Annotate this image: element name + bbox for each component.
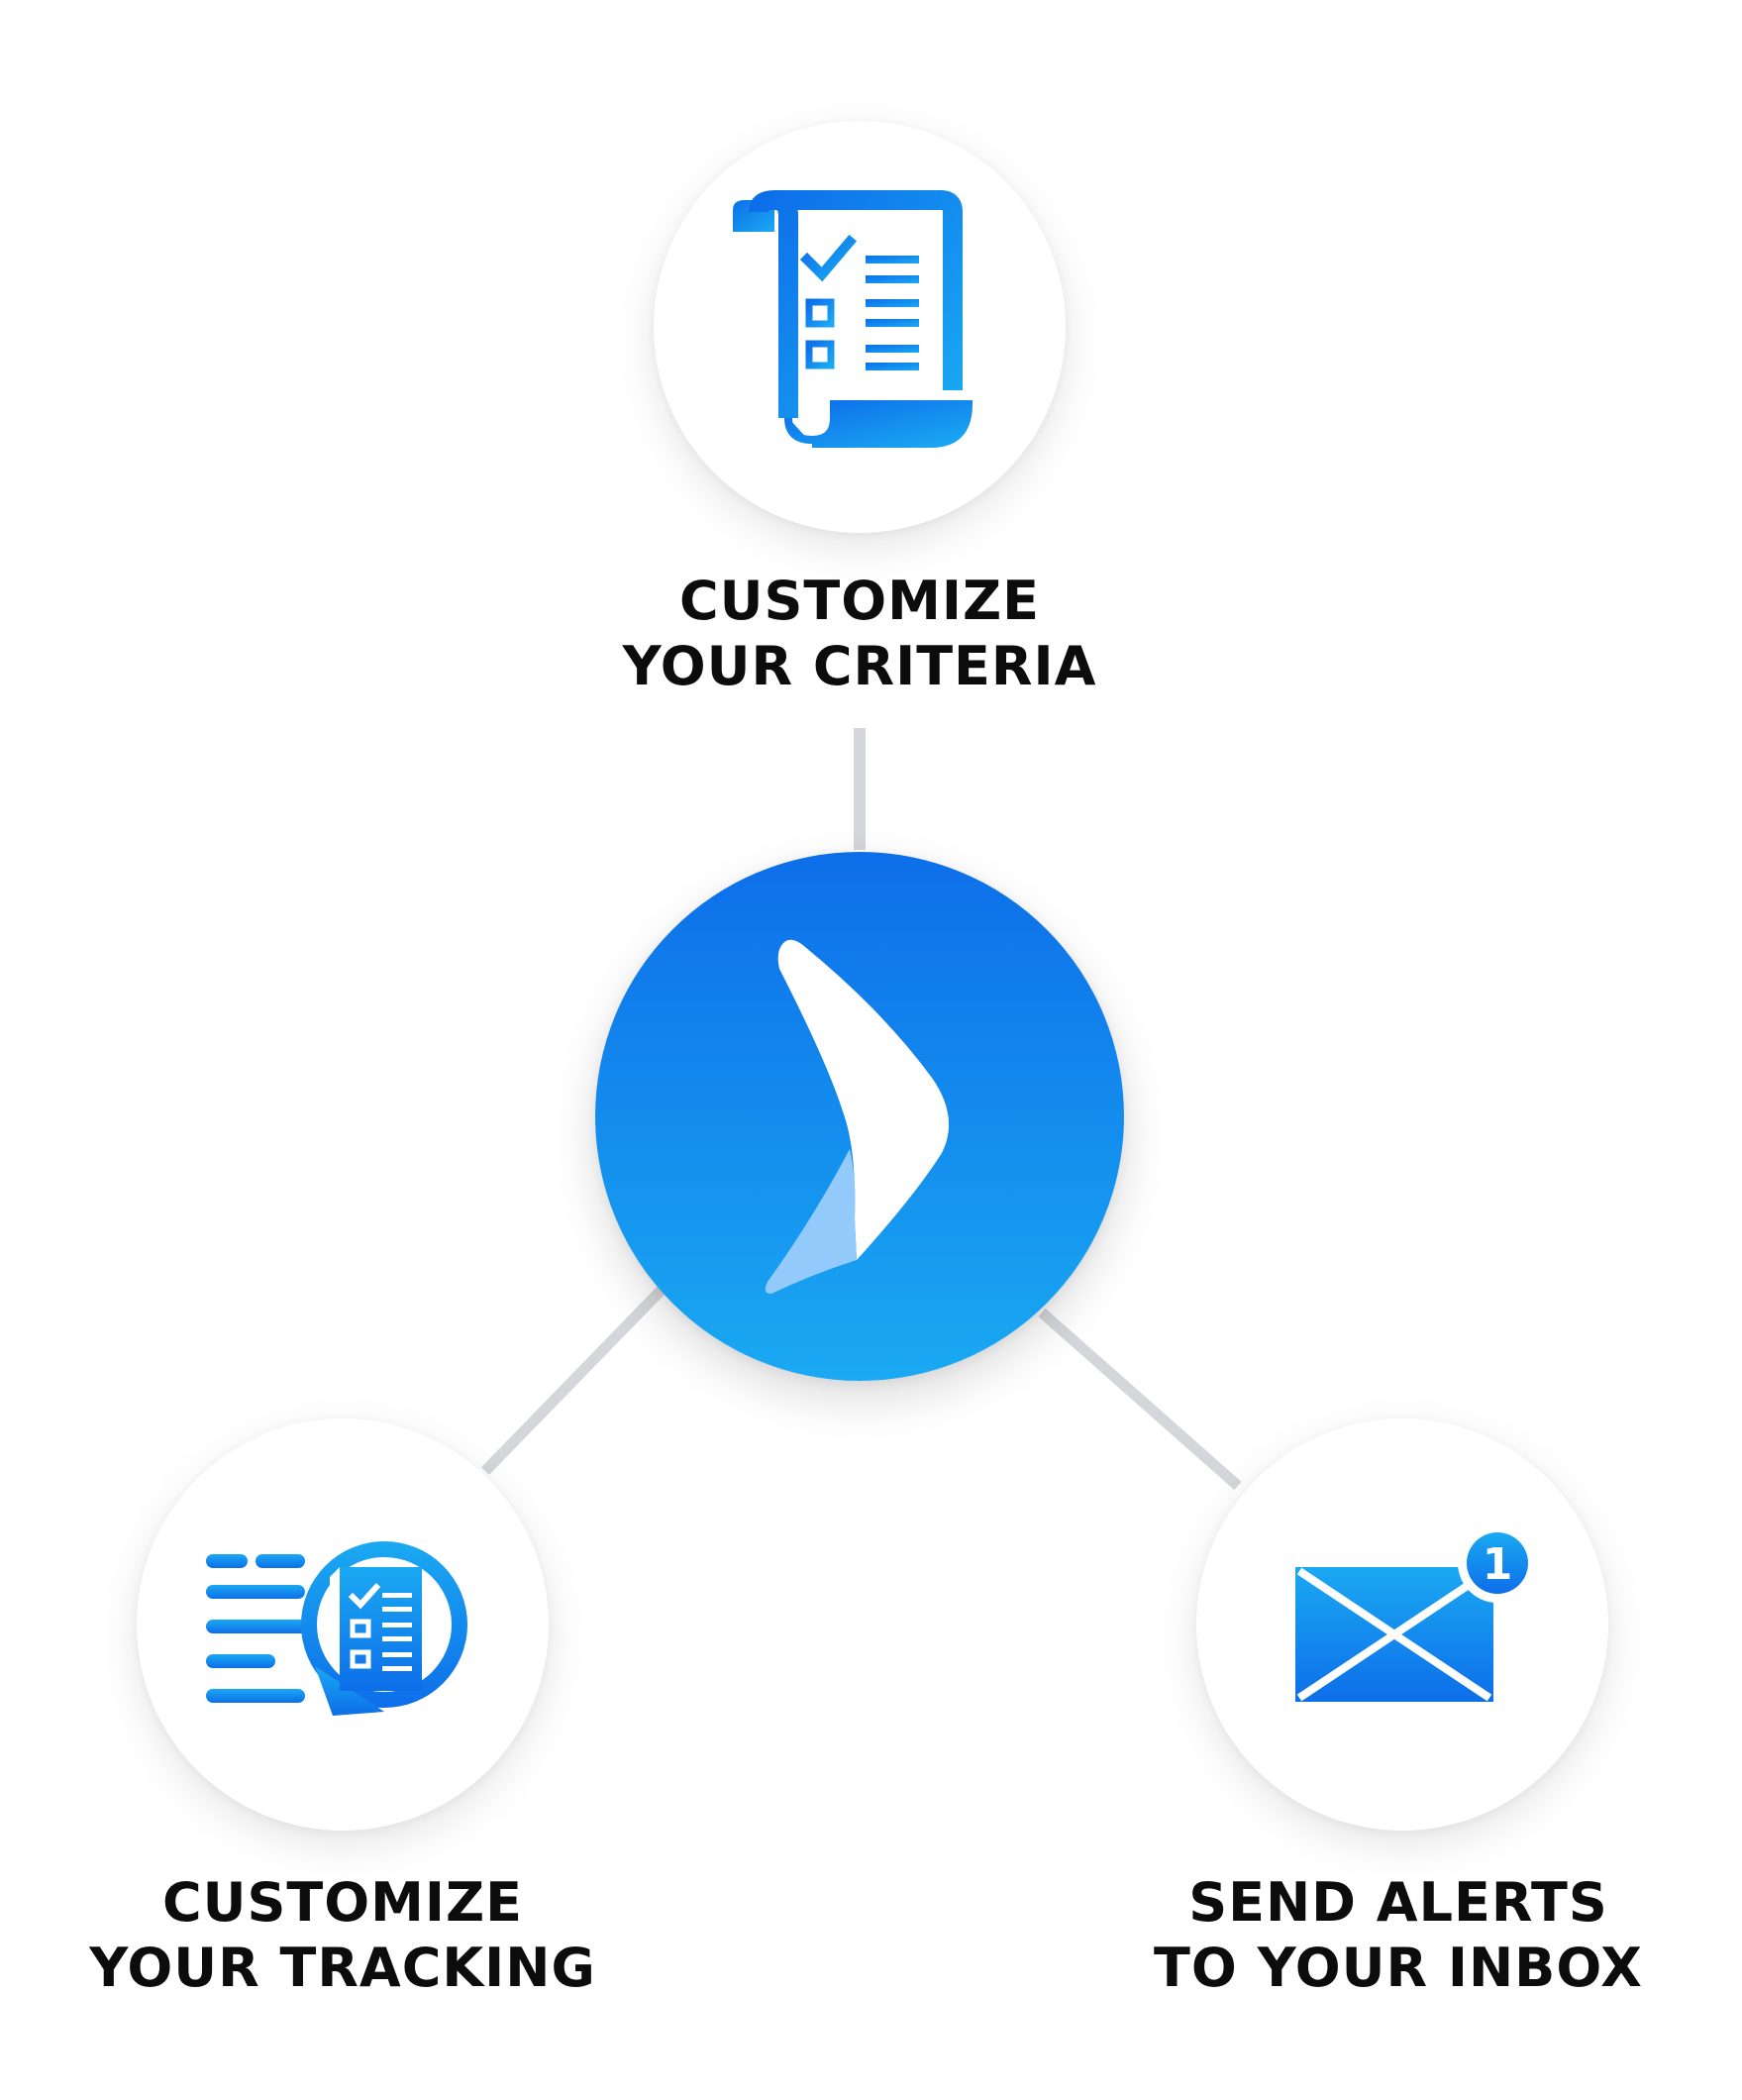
criteria-label: CUSTOMIZE YOUR CRITERIA xyxy=(563,569,1157,699)
tracking-label: CUSTOMIZE YOUR TRACKING xyxy=(46,1870,640,2001)
boomerang-hub-node xyxy=(595,852,1124,1381)
criteria-node xyxy=(654,121,1066,533)
inbox-alerts-label-line2: TO YOUR INBOX xyxy=(1154,1937,1643,1999)
checklist-scroll-icon xyxy=(733,190,973,448)
criteria-label-line1: CUSTOMIZE xyxy=(679,570,1040,632)
inbox-alerts-label: SEND ALERTS TO YOUR INBOX xyxy=(1101,1870,1695,2001)
inbox-alerts-label-line1: SEND ALERTS xyxy=(1188,1871,1608,1934)
inbox-alerts-node: 1 xyxy=(1196,1418,1608,1831)
criteria-label-line2: YOUR CRITERIA xyxy=(622,635,1097,697)
connector-right xyxy=(1038,1308,1242,1491)
tracking-document-icon xyxy=(206,1541,467,1716)
tracking-label-line1: CUSTOMIZE xyxy=(162,1871,523,1934)
connector-left xyxy=(481,1286,666,1475)
boomerang-logo-icon xyxy=(765,939,950,1294)
envelope-notification-icon: 1 xyxy=(1295,1523,1537,1702)
tracking-node xyxy=(137,1418,549,1831)
notification-badge-count: 1 xyxy=(1483,1539,1513,1590)
tracking-label-line2: YOUR TRACKING xyxy=(89,1937,596,1999)
